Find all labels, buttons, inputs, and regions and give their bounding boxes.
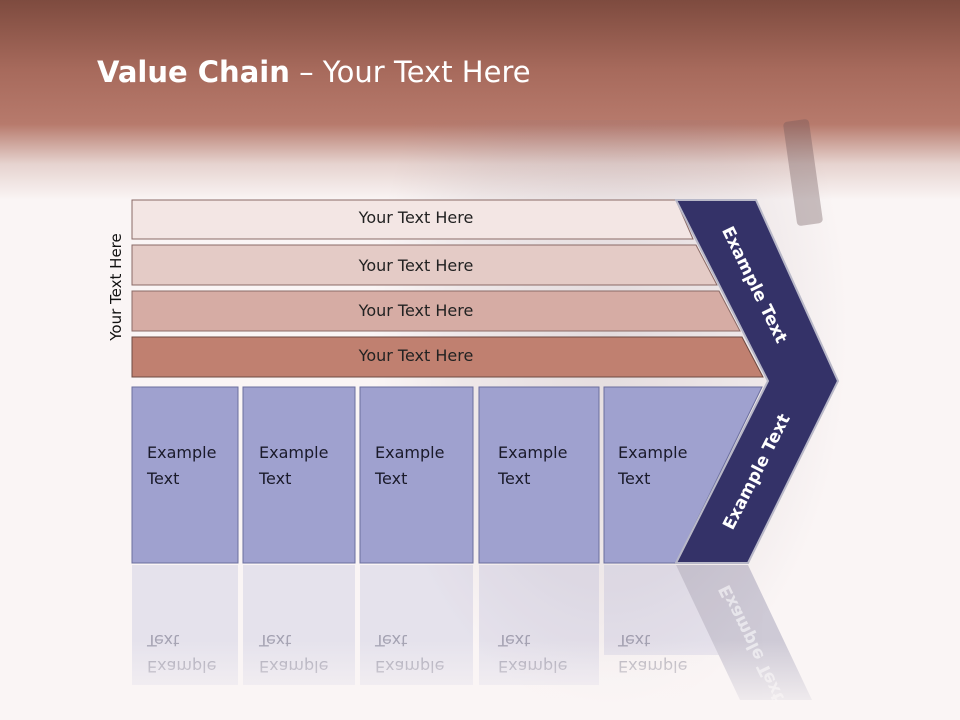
column-5-line1: Example (618, 443, 688, 462)
row-1-label: Your Text Here (358, 208, 474, 227)
column-4-shape (478, 386, 600, 564)
row-3-label: Your Text Here (358, 301, 474, 320)
title-bold: Value Chain (97, 55, 290, 89)
title-rest: – Your Text Here (289, 55, 531, 89)
column-2-shape (242, 386, 356, 564)
row-2-label: Your Text Here (358, 256, 474, 275)
column-3-line1: Example (375, 443, 445, 462)
row-1-shape (131, 199, 694, 240)
column-1-line2: Text (147, 469, 180, 488)
reflection-fade (0, 640, 960, 720)
column-5-reflection (604, 565, 720, 655)
column-4-line2: Text (498, 469, 531, 488)
row-4-shape (131, 336, 764, 378)
header-band (0, 0, 960, 200)
column-2-line1: Example (259, 443, 329, 462)
column-5-line2: Text (618, 469, 651, 488)
row-3-shape (131, 290, 741, 332)
slide-title: Value Chain – Your Text Here (97, 55, 531, 89)
chevron-shape (674, 199, 840, 564)
column-3-shape (359, 386, 474, 564)
column-1-shape (131, 386, 239, 564)
row-4-label: Your Text Here (358, 346, 474, 365)
column-2-line2: Text (259, 469, 292, 488)
row-2-shape (131, 244, 718, 286)
column-3-line2: Text (375, 469, 408, 488)
column-1-line1: Example (147, 443, 217, 462)
column-4-line1: Example (498, 443, 568, 462)
